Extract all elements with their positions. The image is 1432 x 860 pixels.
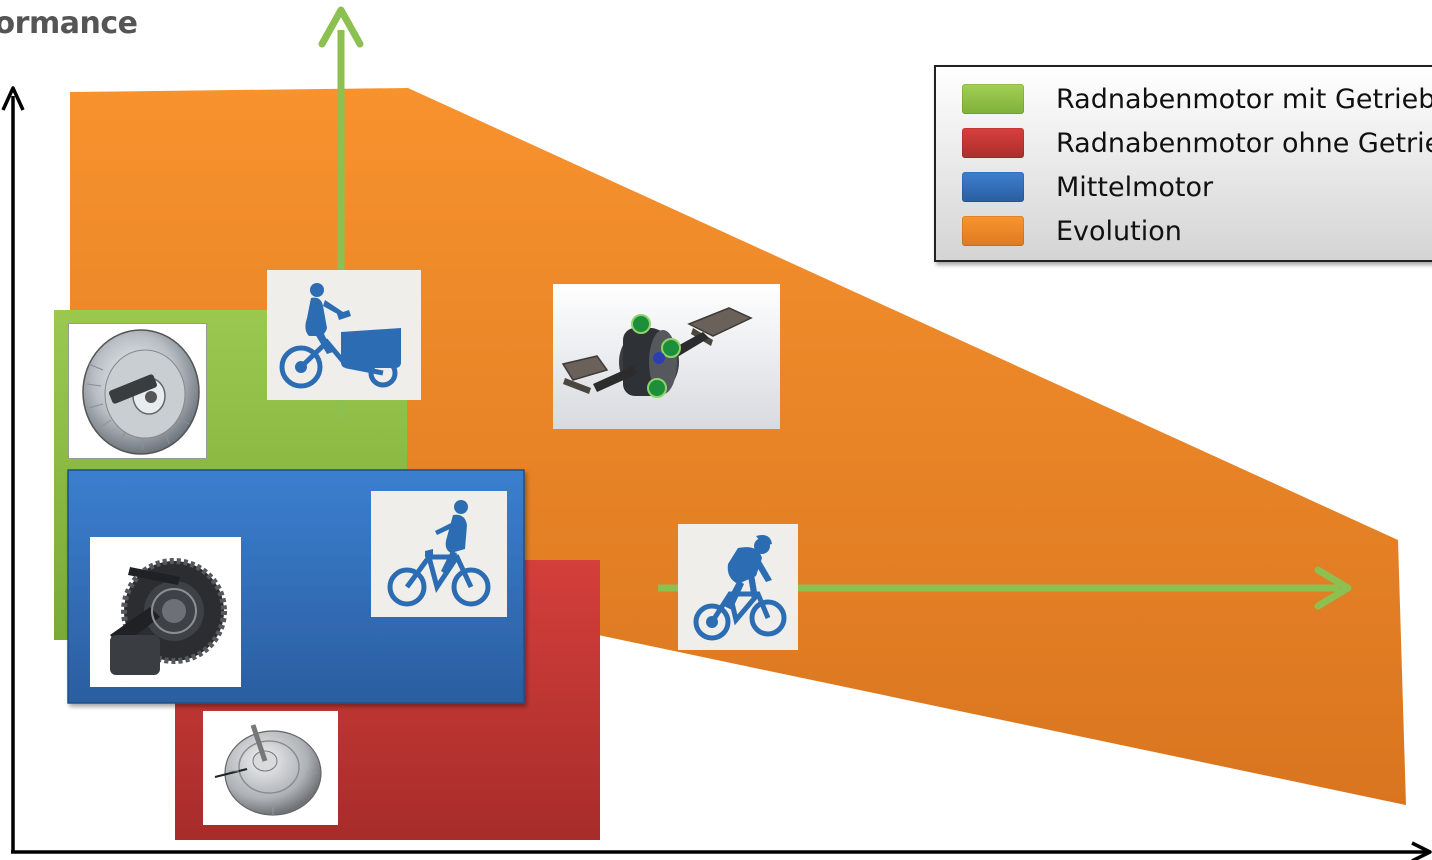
legend: Radnabenmotor mit Getriebe Radnabenmotor… xyxy=(934,65,1432,262)
legend-swatch-mid-drive xyxy=(962,172,1024,202)
evolution-region xyxy=(70,88,1406,805)
legend-item-mid-drive: Mittelmotor xyxy=(962,169,1213,205)
legend-label-evolution: Evolution xyxy=(1056,215,1182,247)
y-axis xyxy=(1,86,25,852)
legend-item-evolution: Evolution xyxy=(962,213,1182,249)
legend-label-gearless-hub: Radnabenmotor ohne Getriebe xyxy=(1056,127,1432,159)
legend-swatch-geared-hub xyxy=(962,84,1024,114)
legend-swatch-gearless-hub xyxy=(962,128,1024,158)
mountain-bike-rider-icon xyxy=(678,524,798,650)
pedal-motor-photo xyxy=(553,284,780,429)
city-bike-rider-icon xyxy=(371,491,507,617)
geared-hub-motor-photo xyxy=(68,323,207,459)
cargo-bike-rider-icon xyxy=(267,270,421,400)
gearless-hub-motor-photo xyxy=(203,711,338,825)
legend-label-geared-hub: Radnabenmotor mit Getriebe xyxy=(1056,83,1432,115)
legend-label-mid-drive: Mittelmotor xyxy=(1056,171,1214,203)
mid-drive-motor-photo xyxy=(90,537,241,687)
x-axis xyxy=(11,841,1432,860)
legend-item-gearless-hub: Radnabenmotor ohne Getriebe xyxy=(962,125,1432,161)
performance-axis-title: formance xyxy=(0,6,138,41)
legend-item-geared-hub: Radnabenmotor mit Getriebe xyxy=(962,81,1432,117)
legend-swatch-evolution xyxy=(962,216,1024,246)
